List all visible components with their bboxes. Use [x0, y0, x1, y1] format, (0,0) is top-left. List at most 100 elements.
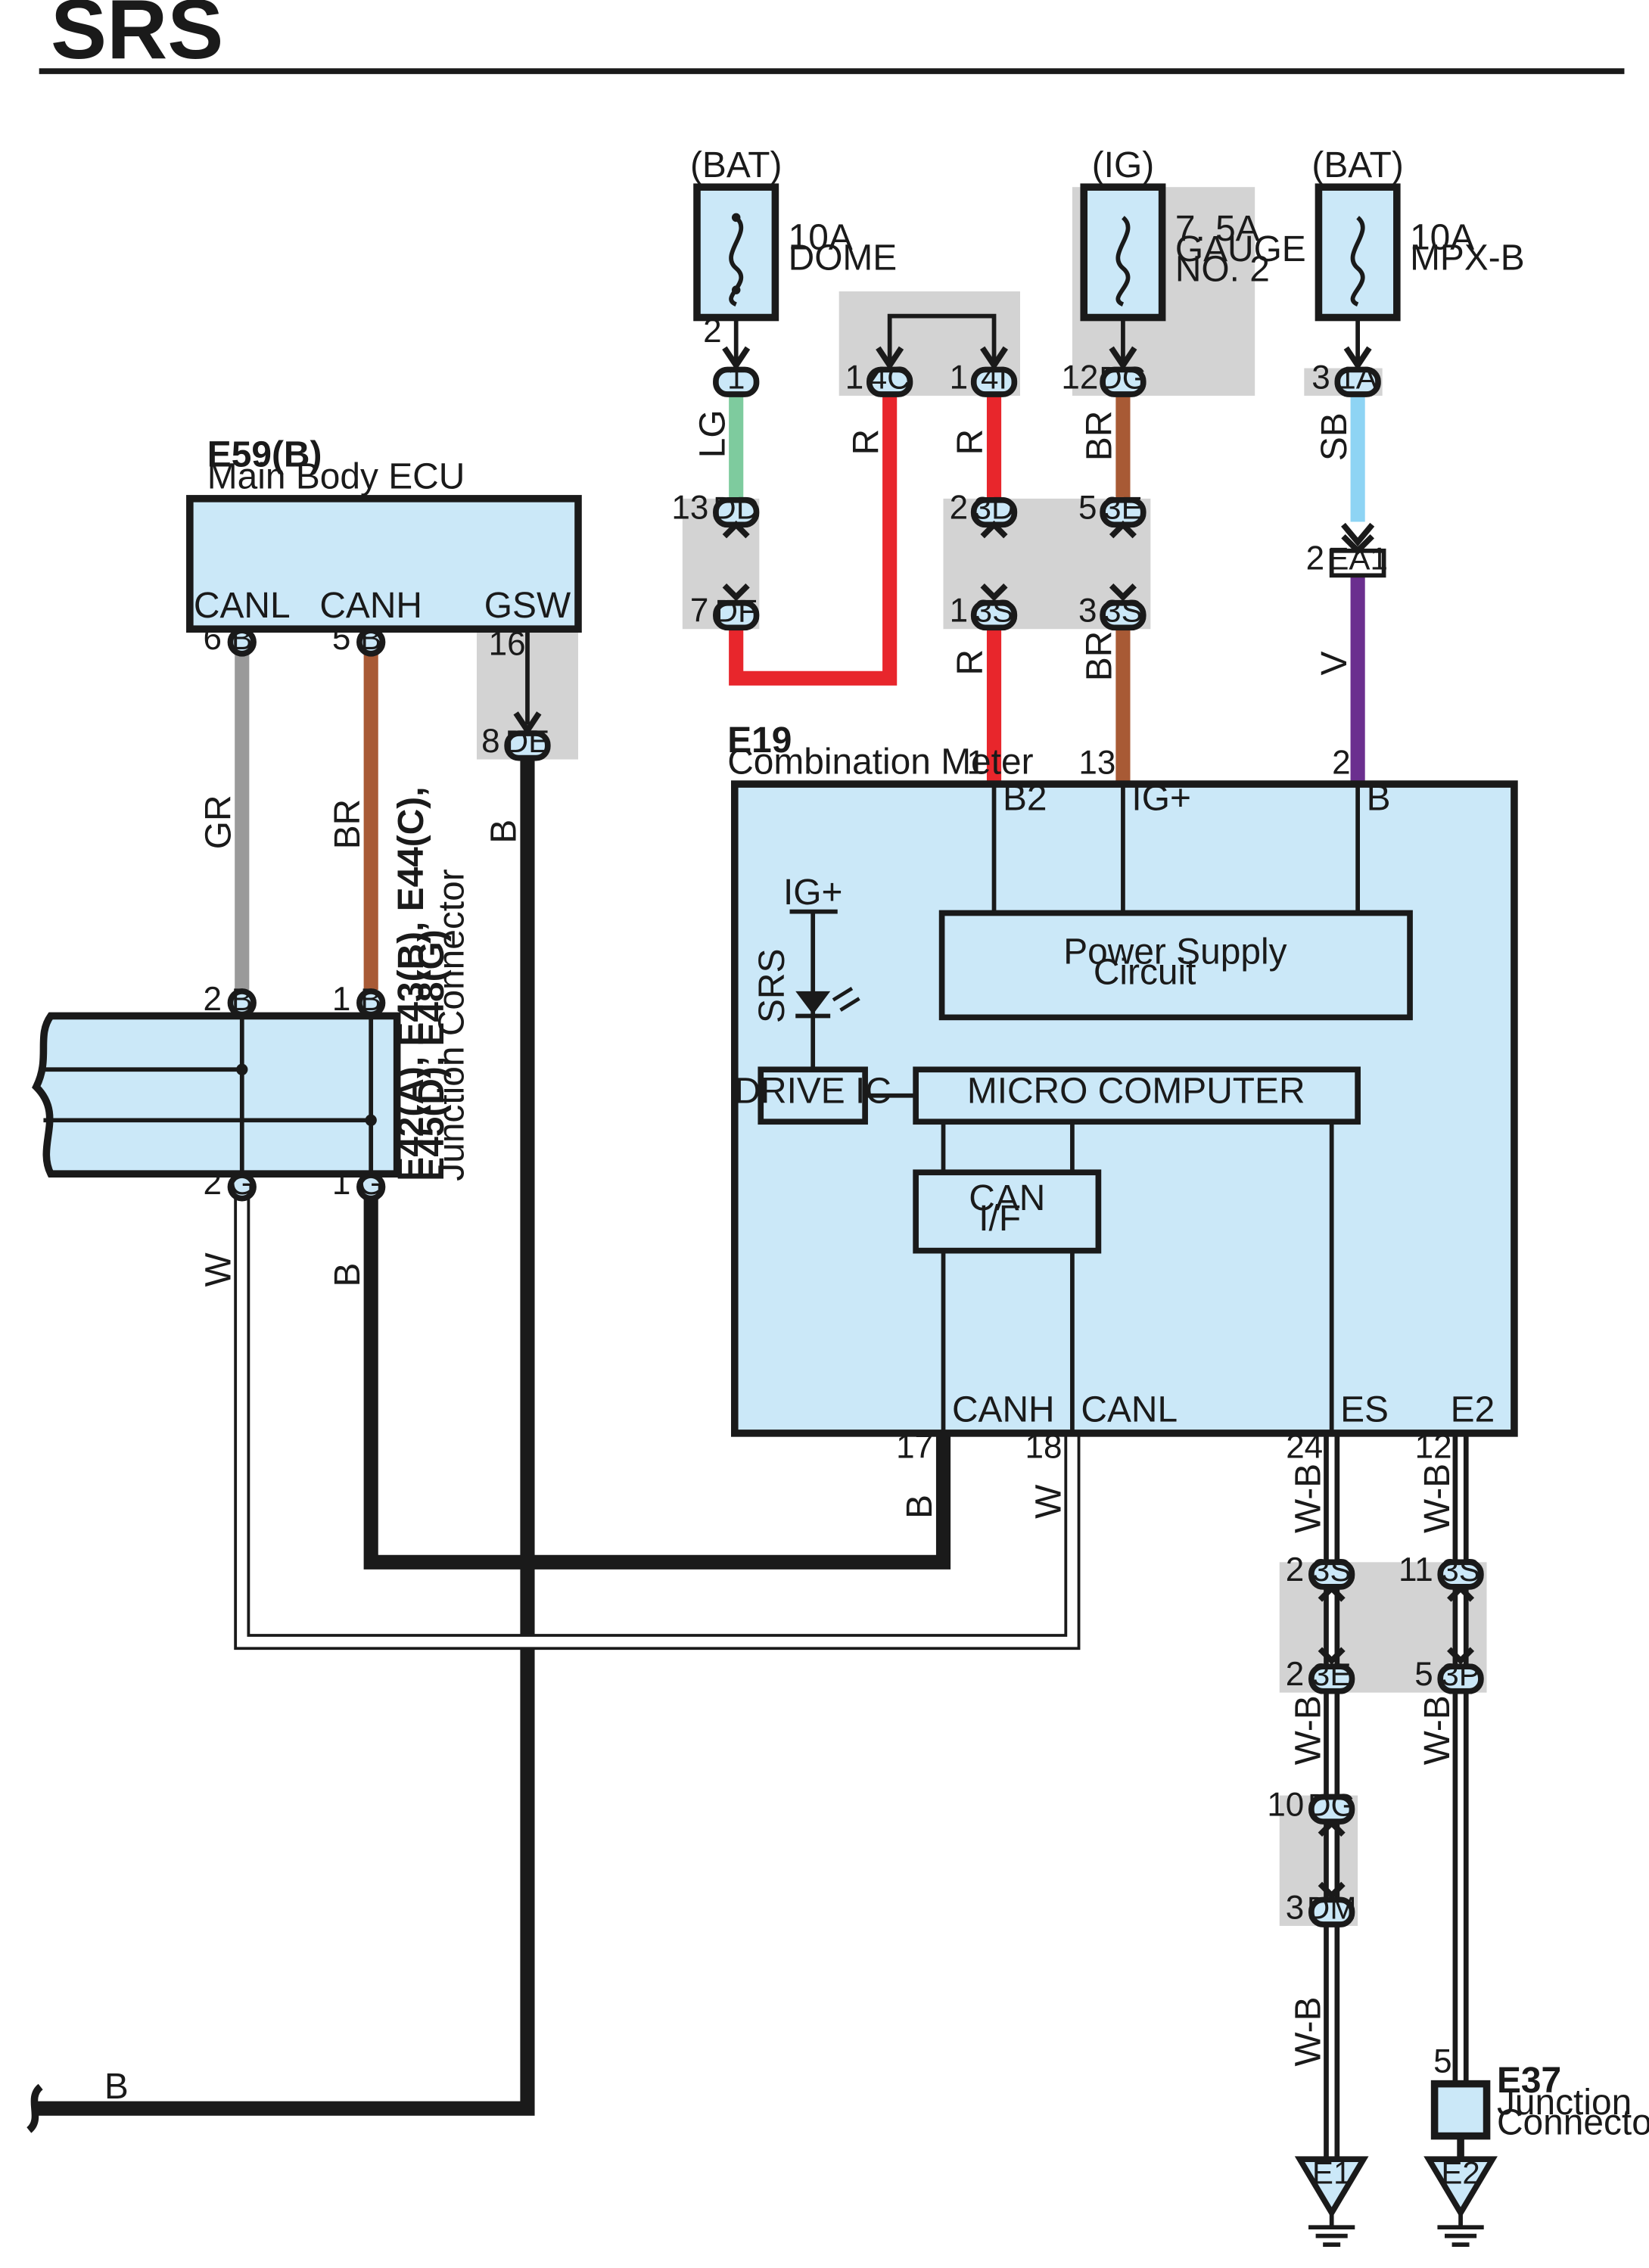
wires [36, 313, 1469, 2160]
svg-text:CANH: CANH [952, 1390, 1055, 1430]
svg-text:W-B: W-B [1417, 1695, 1458, 1765]
svg-text:5: 5 [1078, 490, 1097, 527]
svg-text:B: B [360, 982, 381, 1017]
svg-text:CANL: CANL [194, 586, 291, 626]
svg-text:Junction Connector: Junction Connector [432, 869, 472, 1181]
svg-text:2: 2 [1286, 1551, 1304, 1588]
svg-text:7. 5A: 7. 5A [1175, 209, 1260, 249]
svg-text:(IG): (IG) [1092, 145, 1154, 185]
svg-text:24: 24 [1286, 1428, 1323, 1465]
svg-text:10A: 10A [789, 218, 853, 258]
svg-text:MICRO COMPUTER: MICRO COMPUTER [967, 1071, 1305, 1111]
svg-text:B: B [900, 1495, 940, 1519]
svg-text:DD: DD [713, 490, 759, 526]
svg-text:R: R [846, 429, 886, 456]
svg-text:BR: BR [328, 799, 368, 849]
svg-text:W-B: W-B [1288, 1695, 1328, 1765]
svg-text:B: B [484, 820, 524, 844]
svg-text:Junction: Junction [1497, 2083, 1632, 2123]
svg-text:R: R [951, 429, 991, 456]
svg-text:CAN: CAN [969, 1178, 1045, 1218]
svg-text:E1: E1 [1312, 2155, 1352, 2191]
svg-text:E19: E19 [727, 720, 792, 761]
svg-text:4I: 4I [981, 359, 1007, 395]
svg-text:BR: BR [1080, 411, 1120, 461]
svg-text:W-B: W-B [1417, 1464, 1458, 1533]
svg-text:IG+: IG+ [1131, 779, 1190, 819]
svg-text:3: 3 [1078, 593, 1097, 630]
wire-b-main [36, 756, 535, 2116]
svg-text:E2: E2 [1451, 1390, 1495, 1430]
wire-break-symbol [26, 2083, 44, 2133]
svg-text:E2: E2 [1441, 2155, 1480, 2191]
svg-text:E42(A), E43(B), E44(C),: E42(A), E43(B), E44(C), [391, 786, 431, 1181]
svg-text:CANL: CANL [1081, 1390, 1178, 1430]
svg-text:4C: 4C [870, 359, 910, 395]
svg-text:LG: LG [692, 409, 733, 458]
svg-text:GR: GR [198, 795, 238, 849]
svg-text:7: 7 [690, 593, 708, 630]
svg-text:18: 18 [1025, 1428, 1063, 1465]
svg-text:2: 2 [703, 313, 721, 350]
svg-text:3E: 3E [1103, 490, 1143, 526]
junction-connector: E42(A), E43(B), E44(C), E45(D), E48(G) J… [32, 786, 472, 1181]
main-body-ecu: E59(B) Main Body ECU CANL CANH GSW [186, 435, 582, 633]
svg-text:1A: 1A [1338, 359, 1377, 395]
svg-text:13: 13 [671, 490, 708, 527]
svg-text:(BAT): (BAT) [1311, 145, 1403, 185]
svg-text:13: 13 [1078, 745, 1115, 782]
svg-text:12: 12 [1061, 359, 1098, 396]
svg-text:DG: DG [1308, 1787, 1355, 1822]
svg-text:MPX-B: MPX-B [1410, 238, 1525, 278]
fuse-gauge: (IG) 7. 5A GAUGE NO. 2 [1080, 145, 1306, 371]
svg-text:DG: DG [1099, 359, 1147, 395]
svg-text:B: B [104, 2067, 129, 2107]
svg-text:Combination Meter: Combination Meter [727, 742, 1033, 782]
svg-text:1: 1 [950, 359, 968, 396]
svg-text:ES: ES [1340, 1390, 1389, 1430]
svg-text:2: 2 [1286, 1656, 1304, 1693]
combination-meter: E19 Combination Meter 1 13 2 B2 IG+ B Po… [727, 720, 1518, 1465]
svg-text:SRS: SRS [752, 949, 792, 1023]
fuse-dome: (BAT) 10A DOME [690, 145, 898, 371]
ground-e2: E2 [1423, 2155, 1498, 2248]
svg-text:E45(D), E48(G): E45(D), E48(G) [412, 929, 452, 1181]
svg-text:B2: B2 [1003, 779, 1047, 819]
svg-text:DE: DE [506, 723, 550, 759]
svg-text:2: 2 [203, 981, 221, 1018]
wire-w-canl [237, 1198, 1078, 1647]
svg-text:8: 8 [481, 723, 499, 760]
svg-text:17: 17 [896, 1428, 933, 1465]
svg-text:E59(B): E59(B) [207, 435, 322, 475]
svg-text:11: 11 [1399, 1551, 1433, 1588]
svg-text:10: 10 [1267, 1786, 1304, 1823]
wire-b-canh [363, 1198, 951, 1570]
svg-text:3S: 3S [1312, 1552, 1352, 1588]
svg-text:(BAT): (BAT) [690, 145, 782, 185]
wire-r-loop [729, 394, 898, 686]
svg-text:5: 5 [1414, 1656, 1433, 1693]
svg-text:3D: 3D [974, 490, 1015, 526]
svg-text:BR: BR [1080, 631, 1120, 681]
svg-text:DOME: DOME [789, 238, 898, 278]
svg-text:SB: SB [1315, 412, 1355, 461]
svg-text:2: 2 [950, 490, 968, 527]
svg-text:W-B: W-B [1288, 1996, 1328, 2066]
svg-text:1: 1 [967, 745, 985, 782]
svg-text:W-B: W-B [1288, 1464, 1328, 1533]
ground-e1: E1 [1294, 2155, 1369, 2248]
svg-text:1: 1 [845, 359, 863, 396]
svg-text:B: B [328, 1263, 368, 1287]
svg-text:Circuit: Circuit [1094, 952, 1196, 992]
fuse-mpx: (BAT) 10A MPX-B [1311, 145, 1525, 371]
junction-connector-e37: 5 E37 Junction Connector [1430, 2042, 1649, 2160]
svg-text:Main Body ECU: Main Body ECU [207, 456, 465, 496]
svg-text:3: 3 [1311, 359, 1330, 396]
svg-text:Connector: Connector [1497, 2103, 1649, 2143]
svg-text:3: 3 [1286, 1889, 1304, 1926]
svg-text:V: V [1315, 651, 1355, 675]
svg-text:W: W [1029, 1484, 1069, 1519]
svg-text:B: B [232, 982, 253, 1017]
page-title: SRS [51, 0, 223, 76]
